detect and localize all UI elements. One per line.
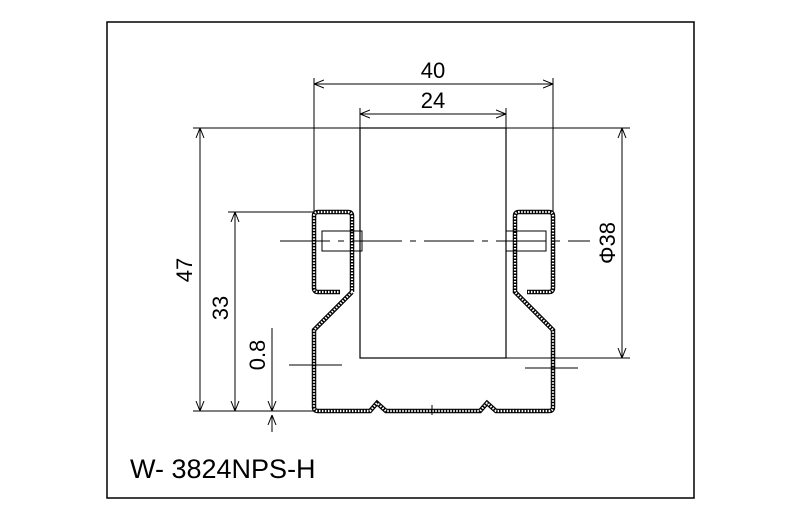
dim-total-height: 47 bbox=[172, 258, 197, 282]
dim-outer-width: 40 bbox=[421, 58, 445, 83]
dim-roller-width: 24 bbox=[421, 88, 445, 113]
roller bbox=[359, 127, 507, 359]
drawing-frame bbox=[106, 21, 695, 499]
extension-lines bbox=[193, 78, 630, 412]
dim-thickness: 0.8 bbox=[245, 340, 270, 371]
dimension-lines bbox=[200, 84, 622, 432]
dim-axis-height: 33 bbox=[208, 296, 233, 320]
dim-roller-diameter: Φ38 bbox=[595, 222, 620, 264]
frame-profile bbox=[289, 209, 578, 415]
model-number: W- 3824NPS-H bbox=[130, 454, 316, 484]
